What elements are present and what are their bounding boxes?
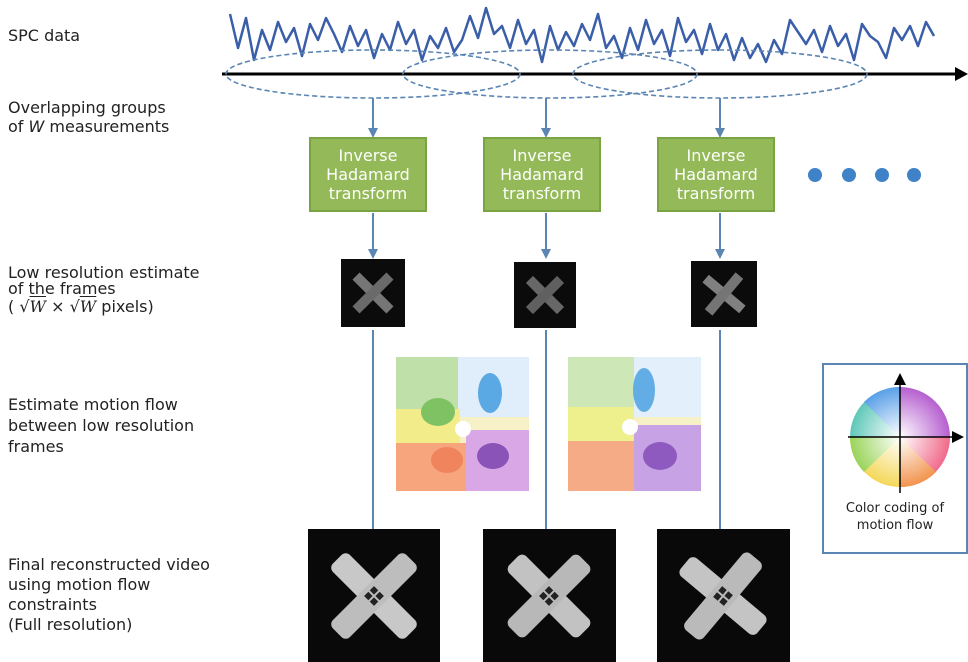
box3-line2: Hadamard [674,165,758,184]
label-lowres-line1: Low resolution estimate [8,263,200,282]
box3-line1: Inverse [686,146,746,165]
time-axis-arrowhead [955,67,968,81]
label-groups-var: W [28,117,45,136]
label-spc-data: SPC data [8,26,81,45]
label-groups-prefix: of [8,117,29,136]
legend-caption-line2: motion flow [856,518,934,533]
box1-line2: Hadamard [326,165,410,184]
lowres-frame-1 [341,259,405,327]
continuation-dot-2 [842,168,856,182]
label-motion-line3: frames [8,437,64,456]
final-frame-2 [483,529,616,662]
label-groups-suffix: measurements [44,117,170,136]
continuation-dot-3 [875,168,889,182]
label-motion-line1: Estimate motion flow [8,395,178,414]
label-lowres-line3: ( √W × √W pixels) [8,298,154,316]
box2-line2: Hadamard [500,165,584,184]
label-final-line1: Final reconstructed video [8,555,210,574]
sqrt-arg-a: W [29,297,46,316]
box2-line3: transform [502,184,582,203]
box3-line3: transform [676,184,756,203]
legend-caption: Color coding of motion flow [824,500,966,534]
sqrt-symbol-b: √ [69,297,80,316]
motion-flow-image-1 [396,357,529,491]
group-ellipse-2 [402,49,698,99]
box1-line1: Inverse [338,146,398,165]
inverse-hadamard-box-1: Inverse Hadamard transform [309,137,427,212]
label-lowres-times: × [45,297,70,316]
sqrt-symbol-a: √ [19,297,30,316]
label-groups-line1: Overlapping groups [8,98,166,117]
legend-caption-line1: Color coding of [845,501,945,516]
lowres-frame-2 [514,262,576,328]
label-final-line2: using motion flow [8,575,151,594]
box2-line1: Inverse [512,146,572,165]
label-final-line3: constraints [8,595,97,614]
final-frame-3 [657,529,790,662]
continuation-dot-1 [808,168,822,182]
label-final-line4: (Full resolution) [8,615,133,634]
final-frame-1 [308,529,440,662]
box1-line3: transform [328,184,408,203]
color-coding-legend: Color coding of motion flow [822,363,968,554]
label-lowres-close: pixels) [96,297,154,316]
label-groups-line2: of W measurements [8,118,169,136]
color-wheel [848,373,964,493]
label-motion-line2: between low resolution [8,416,195,435]
sqrt-arg-b: W [79,297,97,316]
spc-signal-line [228,6,936,64]
continuation-dot-4 [907,168,921,182]
label-lowres-open: ( [8,297,20,316]
label-lowres-line2: of the frames [8,279,116,298]
motion-flow-image-2 [568,357,701,491]
inverse-hadamard-box-3: Inverse Hadamard transform [657,137,775,212]
inverse-hadamard-box-2: Inverse Hadamard transform [483,137,601,212]
lowres-frame-3 [691,261,757,327]
